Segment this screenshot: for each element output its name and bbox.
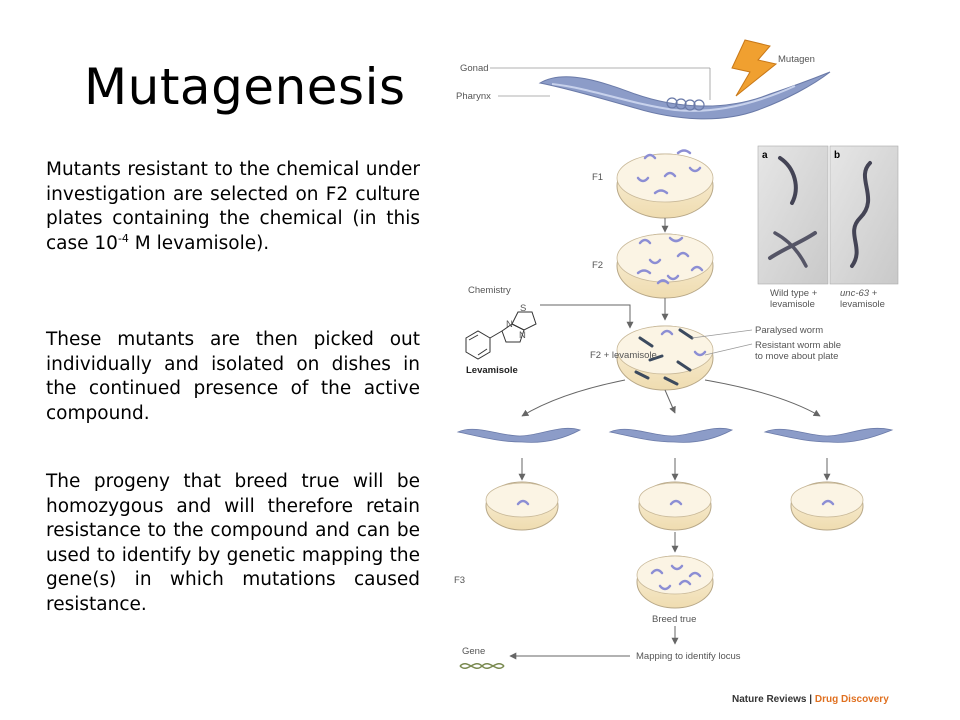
breed-true-label: Breed true	[652, 614, 696, 625]
adult-worm	[538, 71, 831, 120]
para1-exponent: -4	[117, 231, 129, 245]
levamisole-label: Levamisole	[466, 365, 518, 376]
plate-f2-levamisole	[616, 325, 714, 391]
para1-text: Mutants resistant to the chemical under …	[46, 159, 420, 254]
dna-helix-icon	[459, 663, 505, 669]
unc63-label-line1: unc-63 +	[840, 288, 878, 299]
wild-type-label-line2: levamisole	[770, 299, 815, 310]
photo-panel-a: a	[757, 145, 829, 285]
plate-f3	[636, 555, 714, 609]
chem-n-atom-1: N	[506, 319, 513, 330]
credit-journal: Drug Discovery	[815, 694, 889, 705]
paralysed-worm-label: Paralysed worm	[755, 325, 823, 336]
f2-label: F2	[592, 260, 603, 271]
mutagen-label: Mutagen	[778, 54, 815, 65]
photo-a-label: a	[762, 150, 768, 161]
paragraph-isolation: These mutants are then picked out indivi…	[46, 329, 420, 424]
worm-left	[456, 427, 582, 443]
plate-f2	[616, 233, 714, 299]
unc63-label-line2: levamisole	[840, 299, 885, 310]
credit: Nature Reviews | Drug Discovery	[732, 694, 889, 705]
plate-small-right	[790, 481, 864, 531]
plate-small-middle	[638, 481, 712, 531]
resistant-worm-label-line2: to move about plate	[755, 351, 838, 362]
paragraph-progeny: The progeny that breed true will be homo…	[46, 471, 420, 615]
gonad-label: Gonad	[460, 63, 489, 74]
resistant-worm-label-line1: Resistant worm able	[755, 340, 841, 351]
photo-b-label: b	[834, 150, 840, 161]
pharynx-label: Pharynx	[456, 91, 491, 102]
credit-brand: Nature Reviews	[732, 694, 807, 705]
paragraph-selection: Mutants resistant to the chemical under …	[46, 158, 420, 256]
chem-n-atom-2: N	[519, 330, 526, 341]
slide-title: Mutagenesis	[84, 58, 406, 116]
plate-small-left	[485, 481, 559, 531]
gene-label: Gene	[462, 646, 485, 657]
f1-label: F1	[592, 172, 603, 183]
chemistry-label: Chemistry	[468, 285, 511, 296]
worm-right	[763, 427, 894, 443]
plate-f1	[616, 149, 714, 219]
f2-levamisole-label: F2 + levamisole	[590, 350, 657, 361]
levamisole-structure	[465, 311, 537, 360]
f3-label: F3	[454, 575, 465, 586]
chem-s-atom: S	[520, 303, 526, 314]
wild-type-label-line1: Wild type +	[770, 288, 818, 299]
worm-middle	[608, 427, 734, 443]
mapping-label: Mapping to identify locus	[636, 651, 741, 662]
credit-separator: |	[806, 694, 814, 705]
para1-text-end: M levamisole).	[128, 232, 270, 254]
photo-panel-b: b	[829, 145, 899, 285]
mutagen-lightning-icon	[731, 39, 778, 97]
mutagenesis-diagram: Gonad Pharynx Mutagen F1 F2 a	[454, 39, 899, 705]
